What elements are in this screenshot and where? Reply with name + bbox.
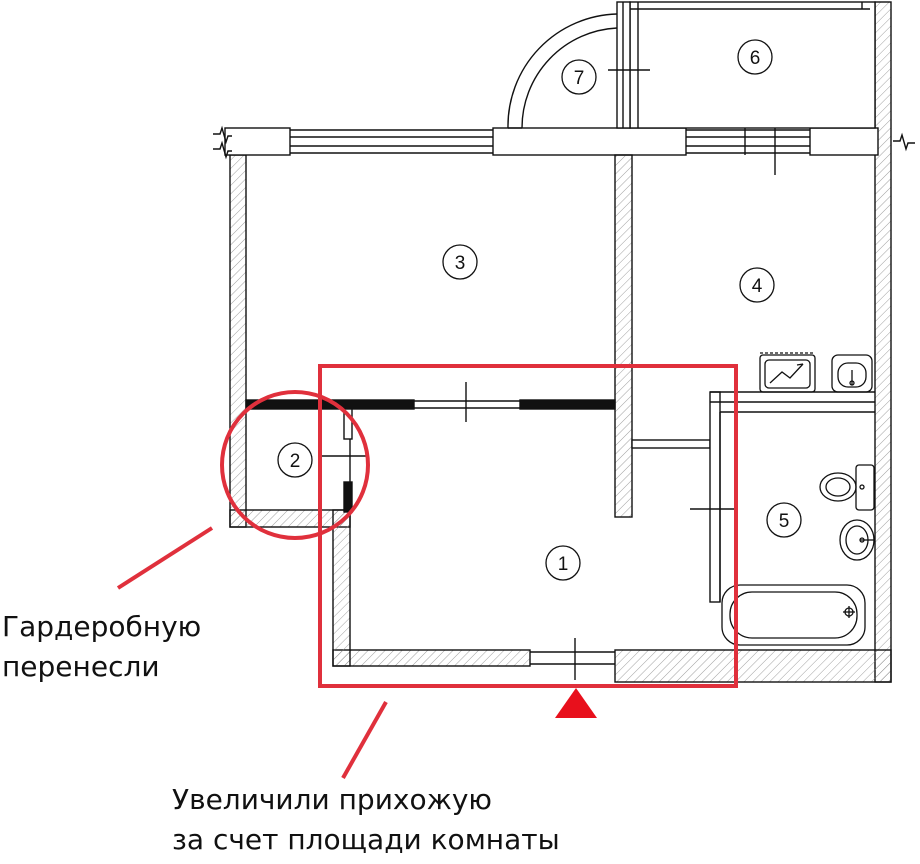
room-5-label: 5 [779,511,790,532]
room-marker-5: 5 [766,502,802,538]
wardrobe-highlight-circle [220,390,370,540]
hallway-annotation-line-2: за счет площади комнаты [172,823,560,856]
wardrobe-pointer-line [116,526,214,590]
kitchen-sink [831,354,873,393]
room-4-label: 4 [752,276,763,297]
room-marker-2: 2 [277,442,313,478]
room-marker-1: 1 [545,545,581,581]
wardrobe-annotation: Гардеробную перенесли [2,607,201,687]
room-marker-4: 4 [739,267,775,303]
room-marker-3: 3 [442,244,478,280]
room-6-label: 6 [750,48,761,69]
window-room-4 [686,105,810,175]
hallway-annotation: Увеличили прихожую за счет площади комна… [172,780,560,860]
washbasin [839,519,875,561]
break-mark-left [213,125,232,160]
hallway-annotation-line-1: Увеличили прихожую [172,783,492,816]
room-markers: 1 2 3 4 5 6 7 [277,39,802,581]
kitchen-stove [759,352,816,393]
room-marker-7: 7 [561,59,597,95]
wardrobe-annotation-line-1: Гардеробную [2,610,202,643]
room-3-label: 3 [455,253,466,274]
window-room-3 [290,129,493,154]
facade-wall [213,105,915,175]
outer-walls [229,1,892,683]
interior-walls [245,154,875,680]
room-1-label: 1 [558,554,569,575]
room-marker-6: 6 [737,39,773,75]
toilet [819,464,875,511]
bathtub [721,584,866,646]
break-mark-right [893,132,915,152]
hallway-pointer-line [341,701,388,779]
entrance-marker-icon [555,688,597,718]
room-2-label: 2 [290,451,301,472]
highlights [116,364,738,779]
wardrobe-annotation-line-2: перенесли [2,650,160,683]
hallway-highlight-frame [318,364,738,688]
room-7-label: 7 [574,68,585,89]
balcony [507,13,618,129]
